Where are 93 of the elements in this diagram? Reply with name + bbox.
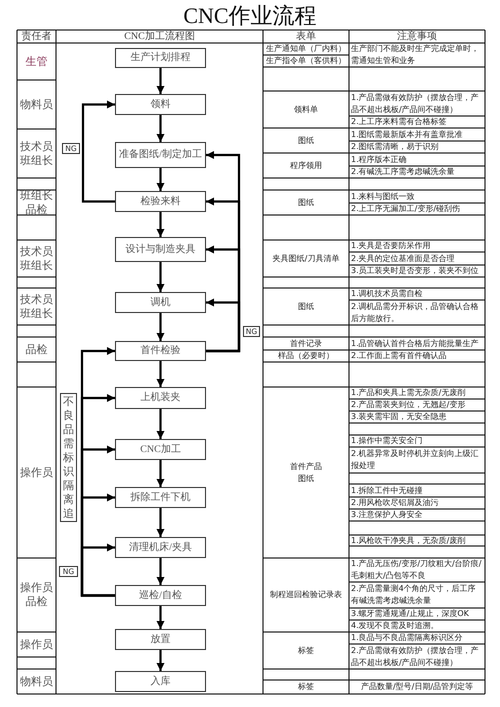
- note-text: 产品数量/型号/日期/品管判定等: [360, 681, 474, 693]
- note-text: 1.产品和夹具上需无杂质/无废削: [351, 387, 466, 399]
- role-name: 物料员: [20, 674, 53, 688]
- column-header: 表单: [296, 30, 316, 42]
- note-text: 1.操作中需关安全门: [351, 435, 423, 447]
- note-text: 1.程序版本正确: [351, 154, 407, 166]
- note-text: 3.装夹需牢固，无安全隐患: [351, 411, 447, 423]
- form-name: 样品（必要时）: [278, 350, 334, 362]
- note-text: 3.注意保护人身安全: [351, 509, 423, 521]
- arrow: [156, 508, 164, 537]
- form-name: 领料单: [294, 104, 318, 116]
- role-name: 技术员班组长: [19, 292, 54, 320]
- note-text: 1.图纸需最新版本并有盖章批准: [351, 128, 463, 140]
- form-name: 夹具图纸/刀具清单: [272, 252, 340, 264]
- form-name: 标签: [298, 644, 314, 656]
- note-text: 2.上工序来料需有合格标签: [351, 116, 447, 128]
- note-text: 1.调机技术员需自检: [351, 288, 423, 300]
- form-name: 图纸: [298, 300, 314, 312]
- role-name: 物料员: [20, 98, 53, 112]
- arrow: [156, 460, 164, 487]
- process-box: 上机装夹: [115, 387, 206, 409]
- note-text: 2.产品需做有效防护（摆放合理，产品不超出栈板/产品间不碰撞）: [351, 644, 480, 668]
- role-name: 操作员: [20, 638, 53, 652]
- note-text: 2.机器异常及时停机并立刻向上级汇报处理: [351, 448, 480, 472]
- arrow: [156, 558, 164, 585]
- note-text: 2.图纸需清晰，易于识别: [351, 141, 439, 153]
- note-text: 2.产品需量测4个角的尺寸，后工序有碱洗需考虑碱洗余量: [351, 583, 477, 607]
- arrow: [156, 262, 164, 292]
- note-text: 1.产品无压伤/变形/刀纹粗大/台阶痕/毛刺粗大/凸包等不良: [351, 558, 482, 582]
- form-name: 图纸: [298, 196, 314, 208]
- note-text: 2.夹具的定位基准面是否合理: [351, 252, 455, 264]
- role-name: 品检: [26, 342, 48, 356]
- arrow: [156, 68, 164, 94]
- note-text: 1.来料与图纸一致: [351, 190, 415, 202]
- process-box: 准备图纸/制定加工: [115, 142, 206, 168]
- column-header: 责任者: [22, 30, 52, 42]
- process-box: 巡检/自检: [115, 585, 206, 606]
- arrow: [156, 409, 164, 439]
- process-box: 生产计划排程: [115, 48, 206, 68]
- role-name: 技术员班组长: [19, 140, 54, 168]
- process-box: 首件检验: [115, 341, 206, 361]
- form-name: 生产指令单（客供料）: [266, 55, 346, 67]
- role-name: 技术员班组长: [19, 244, 54, 272]
- note-text: 1.拆除工件中无碰撞: [351, 484, 423, 496]
- note-text: 4.发现不良需及时追溯。: [351, 620, 439, 632]
- form-name: 制程巡回检验记录表: [270, 589, 342, 601]
- process-box: 调机: [115, 292, 206, 313]
- note-box: 不良品需标识隔离追: [60, 393, 77, 522]
- process-box: 拆除工件下机: [115, 487, 206, 508]
- process-box: 设计与制造夹具: [115, 237, 206, 262]
- form-name: 生产通知单（厂内料）: [266, 43, 346, 55]
- arrow: [156, 212, 164, 237]
- arrow: [206, 298, 240, 352]
- arrow: [156, 650, 164, 671]
- arrow: [156, 361, 164, 387]
- note-text: 3.员工装夹时是否变形，装夹不到位: [351, 265, 479, 277]
- note-text: 2.上工序无漏加工/变形/碰刮伤: [351, 203, 460, 215]
- note-text: 生产部门不能及时生产完成定单时，需通知生管和业务: [351, 43, 480, 67]
- form-name: 程序领用: [290, 160, 322, 172]
- form-name: 标签: [298, 681, 314, 693]
- note-text: 2.有碱洗工序需考虑碱洗余量: [351, 166, 455, 178]
- arrow: [156, 606, 164, 629]
- process-box: 清理机床/夹具: [115, 537, 206, 558]
- process-box: 放置: [115, 629, 206, 650]
- form-name: 首件产品图纸: [289, 460, 323, 484]
- process-box: CNC加工: [115, 439, 206, 460]
- note-text: 1.品管确认首件合格后方能批量生产: [351, 338, 479, 350]
- arrow: [156, 115, 164, 142]
- role-name: 生管: [26, 54, 48, 68]
- role-name: 操作员: [20, 466, 53, 480]
- process-box: 检验来料: [115, 191, 206, 212]
- title: CNC作业流程: [183, 3, 317, 29]
- column-header: 注意事项: [397, 30, 437, 42]
- note-text: 1.风枪吹干净夹具，无杂质/废削: [351, 534, 466, 546]
- note-text: 2.工作面上需有首件确认品: [351, 350, 447, 362]
- arrow: [156, 313, 164, 341]
- form-name: 图纸: [298, 134, 314, 146]
- form-name: 首件记录: [290, 338, 322, 350]
- arrow: [156, 168, 164, 191]
- note-text: 2.调机品需分开标识，品管确认合格后方能放行。: [351, 300, 480, 324]
- note-text: 2.用风枪吹尽铝屑及油污: [351, 497, 439, 509]
- note-text: 1.良品与不良品需隔离标识区分: [351, 632, 463, 644]
- note-text: 2.产品需装夹到位，无翘起/变形: [351, 399, 466, 411]
- arrow: [82, 100, 115, 203]
- note-text: 3.螺牙需通规通/止规止，深度OK: [351, 608, 469, 620]
- role-name: 班组长品检: [19, 188, 54, 216]
- note-text: 1.夹具是否要防呆作用: [351, 240, 431, 252]
- note-text: 1.产品需做有效防护（摆放合理，产品不超出栈板/产品间不碰撞）: [351, 92, 480, 116]
- process-box: 领料: [115, 94, 206, 115]
- process-box: 入库: [115, 671, 206, 692]
- arrow: [80, 544, 115, 597]
- column-header: CNC加工流程图: [124, 30, 195, 42]
- role-name: 操作员品检: [19, 581, 54, 609]
